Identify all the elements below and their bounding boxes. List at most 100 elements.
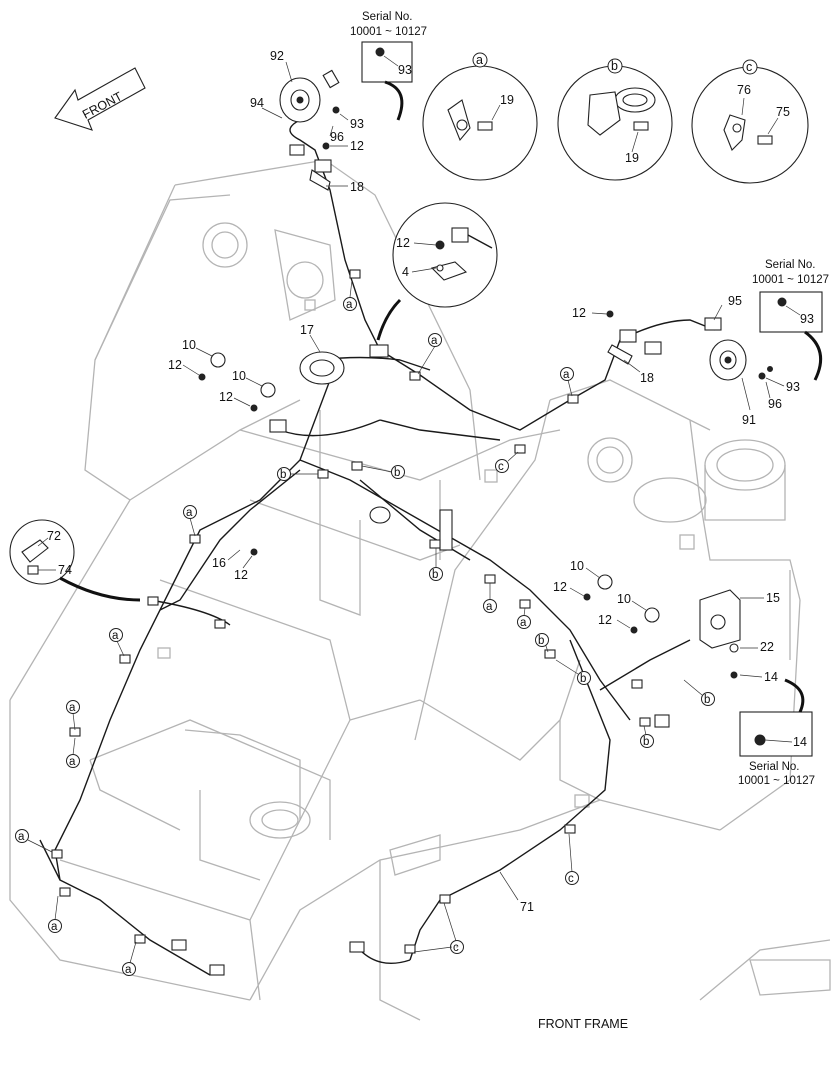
detail-letter: b [611,59,618,73]
detail-view-c: c 76 75 [691,59,809,184]
part-label: 93 [350,117,364,131]
wire-harness [39,119,716,976]
part-label: 10 [617,592,631,606]
part-label: 12 [350,139,364,153]
detail-part: 4 [402,265,409,279]
serial-range: 10001 ~ 10127 [738,775,815,787]
part-label: 17 [300,323,314,337]
svg-text:b: b [580,673,586,685]
part-label: 94 [250,96,264,110]
ref-bubble-b: b [640,725,654,748]
serial-part: 14 [793,735,807,749]
svg-text:a: a [125,964,132,976]
ref-bubble-b: b [277,467,318,481]
part-label: 12 [553,580,567,594]
svg-text:c: c [453,942,459,954]
svg-text:a: a [69,756,76,768]
svg-text:a: a [112,630,119,642]
ref-bubble-a: a [417,333,442,375]
part-callouts: 92 94 93 96 12 18 17 10 12 10 12 16 12 9… [168,49,800,914]
ref-bubble-a: a [48,895,62,933]
part-label: 10 [232,369,246,383]
part-label: 12 [219,390,233,404]
svg-text:c: c [498,461,504,473]
part-label: 18 [350,180,364,194]
ref-bubble-a: a [183,505,197,537]
part-label: 12 [168,358,182,372]
serial-box-top: Serial No. 10001 ~ 10127 93 [350,11,427,121]
part-label: 96 [330,130,344,144]
ref-bubble-b: b [535,633,549,653]
part-label: 22 [760,640,774,654]
svg-text:a: a [186,507,193,519]
ref-bubble-a: a [343,279,357,311]
serial-part: 93 [398,63,412,77]
svg-text:a: a [486,601,493,613]
part-label: 93 [786,380,800,394]
detail-letter: a [476,53,483,67]
diagram-title: FRONT FRAME [538,1017,628,1031]
ref-bubble-a: a [15,829,53,853]
ref-bubble-a: a [517,607,531,629]
svg-text:c: c [568,873,574,885]
part-label: 12 [572,306,586,320]
ref-bubble-c: c [413,946,458,953]
svg-text:a: a [563,369,570,381]
svg-text:a: a [51,921,58,933]
part-label: 10 [570,559,584,573]
ref-bubble-b: b [683,679,715,706]
ref-bubble-a: a [66,700,80,731]
svg-text:b: b [538,635,544,647]
svg-text:a: a [520,617,527,629]
ref-bubble-b: b [555,659,591,685]
detail-part: 75 [776,105,790,119]
svg-text:b: b [280,469,286,481]
ref-bubble-a: a [66,737,80,768]
svg-text:a: a [346,299,353,311]
svg-text:b: b [394,467,400,479]
detail-view-72-74: 72 74 [9,519,141,602]
detail-part: 76 [737,83,751,97]
serial-range: 10001 ~ 10127 [350,26,427,38]
part-label: 92 [270,49,284,63]
svg-text:a: a [18,831,25,843]
part-label: 10 [182,338,196,352]
part-label: 91 [742,413,756,427]
part-label: 71 [520,900,534,914]
serial-heading: Serial No. [765,259,816,271]
detail-view-a: a 19 [422,52,538,181]
ref-bubble-b: b [361,465,405,479]
part-label: 95 [728,294,742,308]
front-arrow: FRONT [54,67,146,131]
detail-part: 74 [58,563,72,577]
detail-part: 72 [47,529,61,543]
detail-part: 19 [500,93,514,107]
serial-box-lower: 14 Serial No. 10001 ~ 10127 [738,678,815,787]
horn-91 [709,339,747,381]
svg-text:b: b [643,736,649,748]
ref-bubble-a: a [483,583,497,613]
serial-part: 93 [800,312,814,326]
part-label: 12 [234,568,248,582]
detail-part: 19 [625,151,639,165]
serial-range: 10001 ~ 10127 [752,274,829,286]
ref-bubbles: a a a a a a a a a a a a b b b b b b b c … [15,279,715,976]
ref-bubble-a: a [122,941,137,976]
serial-box-right: Serial No. 10001 ~ 10127 93 [752,259,829,381]
detail-letter: c [746,60,752,74]
ref-bubble-c: c [495,451,519,473]
serial-heading: Serial No. [362,11,413,23]
parts [51,69,773,976]
ref-bubble-c: c [565,833,579,885]
part-label: 16 [212,556,226,570]
part-label: 14 [764,670,778,684]
detail-view-b: b 19 [557,58,673,181]
horn-92 [279,69,340,123]
part-label: 12 [598,613,612,627]
svg-text:b: b [432,569,438,581]
part-label: 15 [766,591,780,605]
detail-view-clamp: 12 4 [376,202,498,341]
detail-part: 12 [396,236,410,250]
ref-bubble-a: a [109,628,125,657]
svg-text:b: b [704,694,710,706]
